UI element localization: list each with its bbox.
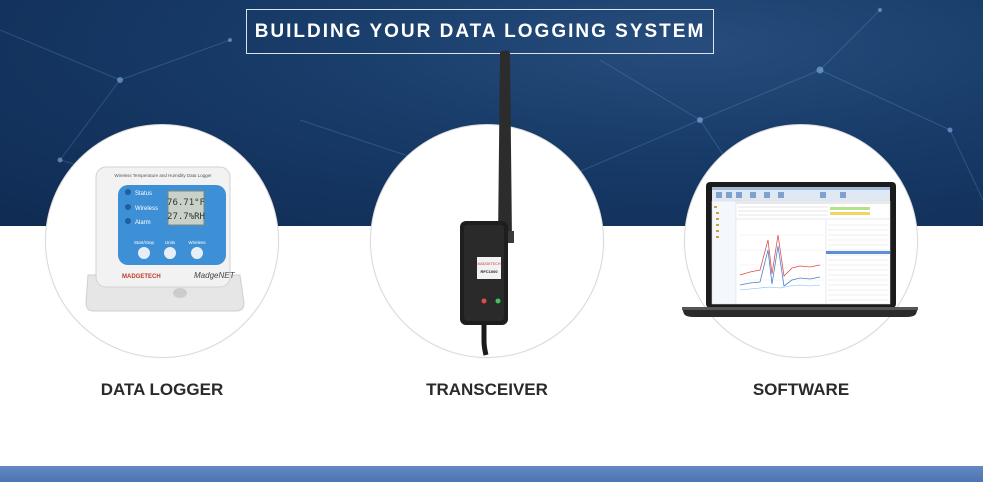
software-label[interactable]: SOFTWARE	[752, 380, 850, 399]
lcd-line-1: 76.71°F	[167, 198, 205, 208]
footer-bar	[0, 466, 983, 482]
logger-brand: MADGETECH	[122, 274, 161, 280]
data-logger-label[interactable]: DATA LOGGER	[100, 380, 224, 399]
alarm-label: Alarm	[135, 220, 151, 226]
network-background	[0, 8, 983, 213]
start-stop-label: Start/Stop	[134, 240, 155, 245]
status-label: Status	[135, 191, 152, 197]
transceiver-brand: MADGETECH	[478, 262, 501, 266]
transceiver-model: RFC1000	[480, 269, 498, 274]
data-logger-image: 76.71°F 27.7%RH Status Wireless Alarm St…	[85, 166, 245, 312]
wireless-button-label: Wireless	[188, 240, 206, 245]
software-laptop-image	[682, 182, 918, 317]
transceiver-label[interactable]: TRANSCEIVER	[426, 380, 548, 399]
units-label: Units	[165, 240, 176, 245]
page-title: BUILDING YOUR DATA LOGGING SYSTEM	[246, 9, 714, 54]
device-header: Wireless Temperature and Humidity Data L…	[114, 173, 212, 178]
logger-model: MadgeNET	[194, 271, 236, 280]
transceiver-image: MADGETECH RFC1000	[460, 50, 514, 356]
lcd-line-2: 27.7%RH	[167, 212, 205, 222]
data-logger-card[interactable]: 76.71°F 27.7%RH Status Wireless Alarm St…	[45, 124, 279, 358]
wireless-label: Wireless	[135, 206, 158, 212]
